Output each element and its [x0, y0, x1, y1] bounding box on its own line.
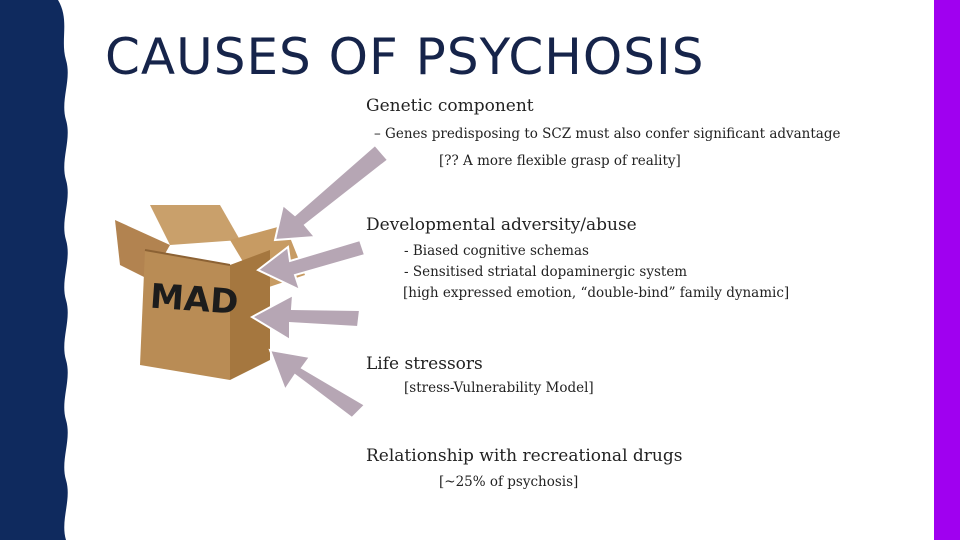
left-decorative-band: [0, 0, 68, 540]
box-mad-label: MAD: [149, 277, 240, 323]
arrow-icon-3: [249, 293, 362, 342]
section-genetic-line-2: [?? A more flexible grasp of reality]: [439, 153, 681, 169]
cardboard-box-icon: MAD: [115, 205, 305, 380]
section-developmental-line-3: [high expressed emotion, “double-bind” f…: [403, 285, 790, 301]
section-drugs-heading: Relationship with recreational drugs: [366, 446, 683, 466]
box-side-face: [230, 250, 270, 380]
section-drugs-line-1: [~25% of psychosis]: [439, 474, 579, 490]
left-band-shape: [0, 0, 68, 540]
section-genetic-heading: Genetic component: [366, 96, 534, 116]
arrows-group: [249, 143, 390, 420]
section-developmental-line-1: - Biased cognitive schemas: [404, 243, 589, 259]
box-tape: [144, 249, 231, 266]
box-front-face: [140, 250, 230, 380]
slide-title: CAUSES OF PSYCHOSIS: [105, 28, 705, 86]
section-genetic-line-1: – Genes predisposing to SCZ must also co…: [374, 126, 841, 142]
arrow-icon-1: [273, 143, 390, 242]
section-developmental-line-2: - Sensitised striatal dopaminergic syste…: [404, 264, 688, 280]
arrow-icon-4: [268, 348, 367, 420]
box-back-flap: [150, 205, 240, 245]
section-developmental-heading: Developmental adversity/abuse: [366, 215, 637, 235]
section-stressors-line-1: [stress-Vulnerability Model]: [404, 380, 594, 396]
right-decorative-band: [934, 0, 960, 540]
section-stressors-heading: Life stressors: [366, 354, 483, 374]
arrow-icon-2: [256, 238, 367, 292]
